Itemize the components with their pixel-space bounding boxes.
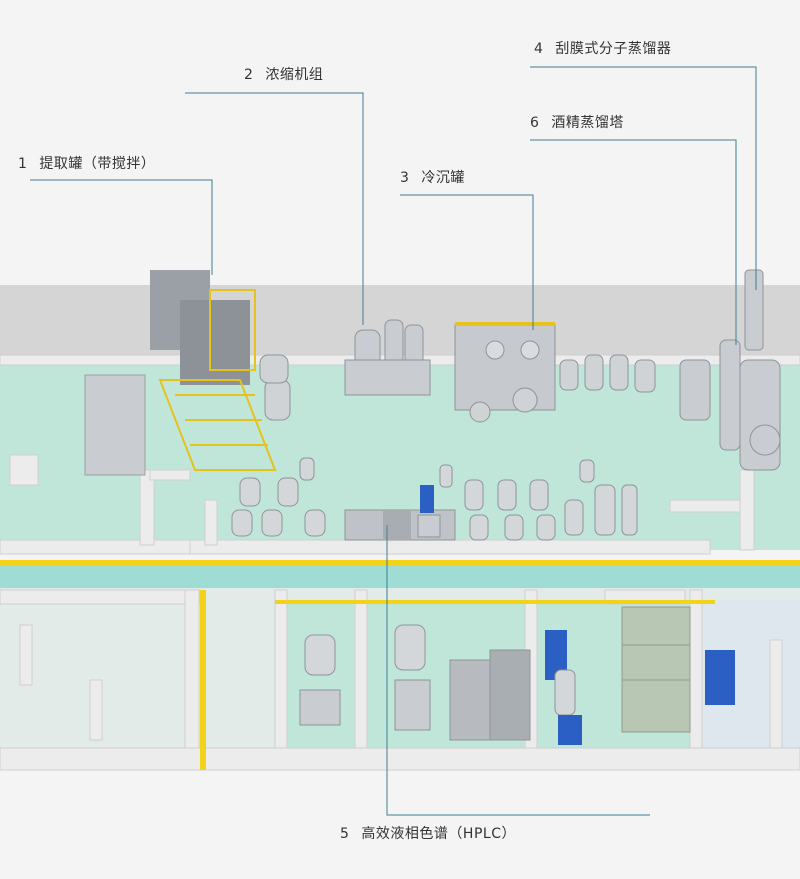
callout-6-label: 酒精蒸馏塔 [551, 115, 624, 131]
callout-1: 1 提取罐（带搅拌） [18, 153, 155, 173]
process-tanks-row [259, 354, 656, 421]
callout-6-number: 6 [530, 115, 540, 131]
lower-lab-equipment [299, 606, 735, 745]
corridor [0, 566, 800, 588]
callout-1-number: 1 [18, 156, 28, 172]
sky-background [0, 0, 800, 285]
safety-line-upper [0, 560, 800, 566]
callout-2-label: 浓缩机组 [265, 67, 324, 83]
callout-6: 6 酒精蒸馏塔 [530, 112, 624, 132]
hplc-bench [344, 485, 456, 541]
callout-4: 4 刮膜式分子蒸馏器 [534, 38, 671, 58]
callout-3-label: 冷沉罐 [421, 170, 465, 186]
callout-2: 2 浓缩机组 [244, 64, 323, 84]
callout-2-number: 2 [244, 67, 254, 83]
callout-1-label: 提取罐（带搅拌） [39, 156, 156, 172]
callout-5-number: 5 [340, 826, 350, 842]
callout-4-number: 4 [534, 41, 544, 57]
callout-3: 3 冷沉罐 [400, 167, 465, 187]
callout-4-label: 刮膜式分子蒸馏器 [555, 41, 672, 57]
lower-tanks-upper-room [231, 457, 638, 541]
safety-line-lower [200, 590, 206, 770]
callout-pointers [30, 66, 757, 816]
concentrator-unit [344, 319, 431, 396]
callout-3-number: 3 [400, 170, 410, 186]
safety-line-lab [275, 600, 715, 604]
cold-precipitation-unit [454, 322, 556, 423]
callout-5-label: 高效液相色谱（HPLC） [361, 826, 516, 842]
distillation-unit [679, 269, 781, 471]
callout-5: 5 高效液相色谱（HPLC） [340, 823, 516, 843]
extraction-tank-unit [84, 270, 277, 476]
